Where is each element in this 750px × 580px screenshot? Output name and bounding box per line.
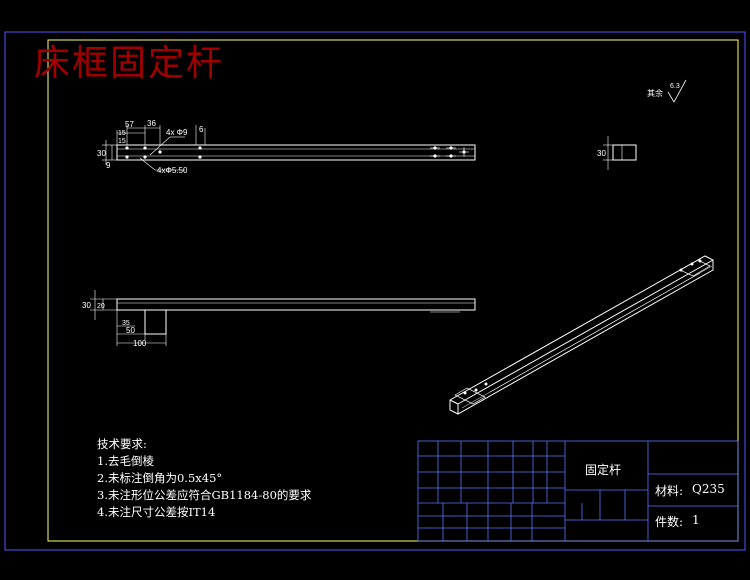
dim-30-right: 30 bbox=[597, 149, 606, 158]
quantity-label: 件数: bbox=[655, 515, 684, 529]
technical-requirement-item: 2.未标注倒角为0.5x45° bbox=[97, 471, 223, 485]
dim-35: 35 bbox=[122, 320, 130, 327]
dim-30-front: 30 bbox=[82, 301, 91, 310]
dim-57: 57 bbox=[125, 120, 134, 129]
dim-4x-phi9: 4x Φ9 bbox=[166, 128, 188, 137]
roughness-label: 其余 bbox=[647, 88, 663, 98]
technical-requirement-item: 3.未注形位公差应符合GB1184-80的要求 bbox=[97, 488, 312, 502]
dim-15-b: 15 bbox=[118, 138, 126, 145]
top-view-holes bbox=[125, 146, 466, 159]
drawing-title-overlay: 床框固定杆 bbox=[34, 43, 225, 84]
dim-20: 20 bbox=[97, 303, 105, 310]
dim-36: 36 bbox=[147, 119, 156, 128]
front-view bbox=[90, 290, 476, 346]
title-block-grid bbox=[417, 440, 739, 542]
dim-30-top: 30 bbox=[97, 149, 106, 158]
quantity-value: 1 bbox=[692, 513, 700, 527]
top-view-dim-lines bbox=[102, 125, 206, 171]
material-value: Q235 bbox=[692, 482, 725, 496]
dim-15-a: 15 bbox=[118, 130, 126, 137]
part-name: 固定杆 bbox=[585, 463, 622, 477]
technical-requirements-heading: 技术要求: bbox=[97, 437, 147, 451]
isometric-view bbox=[449, 255, 714, 415]
top-view bbox=[102, 125, 476, 171]
right-view bbox=[603, 136, 637, 170]
dim-9: 9 bbox=[106, 161, 111, 170]
dim-4x-phi5-50: 4xΦ5.50 bbox=[157, 166, 188, 175]
roughness-symbol bbox=[667, 79, 687, 103]
top-view-hole-crosses bbox=[430, 147, 469, 157]
technical-requirement-item: 4.未注尺寸公差按IT14 bbox=[97, 505, 216, 519]
material-label: 材料: bbox=[655, 484, 684, 498]
technical-requirements: 技术要求: 1.去毛倒棱 2.未标注倒角为0.5x45° 3.未注形位公差应符合… bbox=[97, 436, 311, 521]
roughness-value: 6.3 bbox=[670, 83, 680, 90]
outer-frame bbox=[4, 31, 746, 551]
dim-6: 6 bbox=[199, 125, 204, 134]
dim-50: 50 bbox=[126, 326, 135, 335]
inner-frame bbox=[47, 39, 739, 542]
dim-100: 100 bbox=[133, 339, 147, 348]
technical-requirement-item: 1.去毛倒棱 bbox=[97, 454, 154, 468]
